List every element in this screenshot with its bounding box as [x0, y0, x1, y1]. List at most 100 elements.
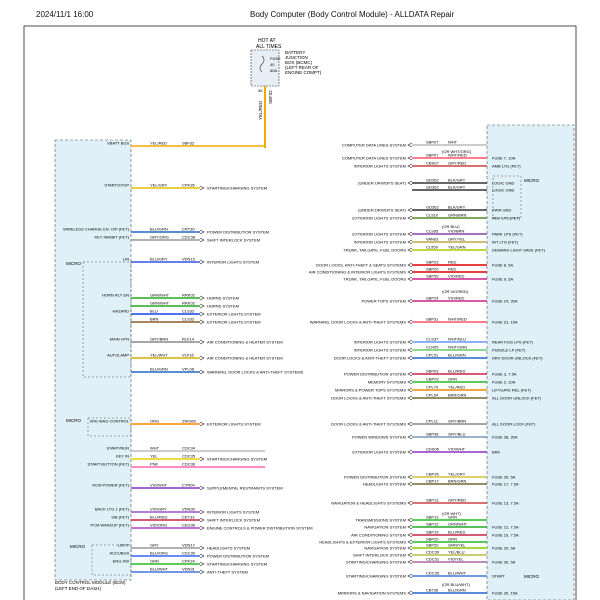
wire-code-label: CB736 — [426, 588, 439, 593]
wire-code-label: CPL54 — [426, 393, 439, 398]
wire-code-label: RRK02 — [182, 293, 196, 298]
connector-arrow-icon — [407, 207, 413, 213]
wire-system[interactable]: DOOR LOCKS, ANTI-THEFT & SEATS SYSTEMS — [316, 263, 406, 268]
wire-system[interactable]: INTERIOR LIGHTS SYSTEM — [354, 340, 406, 345]
wire-system[interactable]: AIR CONDITIONING & INTERIOR LIGHTS SYSTE… — [309, 270, 406, 275]
wire-destination[interactable]: STARTING/CHARGING SYSTEM — [207, 186, 267, 191]
wire-system[interactable]: SHIFT INTERLOCK SYSTEM — [353, 553, 406, 558]
wire-destination[interactable]: POWER DISTRIBUTION SYSTEM — [207, 230, 269, 235]
wire-system[interactable]: COMPUTER DATA LINES SYSTEM — [342, 143, 406, 148]
logic-gnd-box — [492, 175, 522, 219]
wire-code-label: CDC30 — [182, 551, 196, 556]
wire-system[interactable]: MIRRORS & POWER TOPS SYSTEMS — [335, 388, 406, 393]
wire-destination[interactable]: AIR CONDITIONING & HEATER SYSTEM — [207, 340, 283, 345]
wire-system[interactable]: HEADLIGHTS SYSTEM — [363, 482, 406, 487]
wire-system[interactable]: POWER DISTRIBUTION SYSTEM — [344, 372, 406, 377]
wire-destination[interactable]: SUPPLEMENTAL RESTRAINTS SYSTEM — [207, 486, 283, 491]
wire-system[interactable]: EXTERIOR LIGHTS SYSTEM — [352, 216, 406, 221]
module-pin-function: FUSE 12, 7.5A — [492, 525, 519, 530]
wire-destination[interactable]: AIR CONDITIONING & HEATER SYSTEM — [207, 356, 283, 361]
wire-system[interactable]: MEMORY SYSTEMS — [368, 380, 406, 385]
wire-color-label: GRY/ORG — [150, 235, 169, 240]
wire-destination[interactable]: INTERIOR LIGHTS SYSTEM — [207, 510, 259, 515]
wire-system[interactable]: STARTING/CHARGING SYSTEM — [346, 560, 406, 565]
wire-system[interactable]: TRUNK, TAILGATE, FUEL DOORS — [343, 248, 406, 253]
wire-system[interactable]: NAVIGATION & HEADLIGHTS SYSTEMS — [331, 501, 406, 506]
connector-arrow-icon — [407, 142, 413, 148]
wire-system[interactable]: EXTERIOR LIGHTS SYSTEM — [352, 450, 406, 455]
wire-system[interactable]: INTERIOR LIGHTS SYSTEM — [354, 240, 406, 245]
wire-destination[interactable]: ANTI-THEFT SYSTEM — [207, 570, 248, 575]
wire-code-label: SBP12 — [426, 522, 439, 527]
wire-system[interactable]: (UNDER DRIVER'S SEAT) — [358, 208, 406, 213]
fuse-pin: 36 — [258, 88, 263, 93]
wire-code-label: CLS10 — [426, 213, 439, 218]
wire-system[interactable]: POWER DISTRIBUTION SYSTEM — [344, 475, 406, 480]
wire-system[interactable]: TRANSMISSIONS SYSTEM — [355, 518, 406, 523]
wire-system[interactable]: DOOR LOCKS & ANTI-THEFT SYSTEMS — [331, 396, 406, 401]
wire-system[interactable]: INTERIOR LIGHTS SYSTEM — [354, 348, 406, 353]
wire-destination[interactable]: ENGINE CONTROLS & POWER DISTRIBUTION SYS… — [207, 526, 313, 531]
wire-destination[interactable]: POWER DISTRIBUTION SYSTEM — [207, 554, 269, 559]
wire-system[interactable]: DOOR LOCKS & ANTI-THEFT SYSTEMS — [331, 422, 406, 427]
wire-destination[interactable]: SHIFT INTERLOCK SYSTEM — [207, 518, 260, 523]
wire-system[interactable]: STARTING/CHARGING SYSTEM — [346, 574, 406, 579]
wire-code-label: CPL79 — [426, 385, 439, 390]
wire-system[interactable]: NAVIGATION SYSTEM — [364, 546, 406, 551]
wire-color-label: WHT/GRN — [448, 345, 467, 350]
wire-destination[interactable]: EXTERIOR LIGHTS SYSTEM — [207, 422, 261, 427]
wire-system[interactable]: HEADLIGHTS & EXTERIOR LIGHTS SYSTEMS — [319, 540, 406, 545]
wire-system[interactable]: COMPUTER DATA LINES SYSTEM — [342, 156, 406, 161]
connector-arrow-icon — [407, 298, 413, 304]
wire-destination[interactable]: HORNS SYSTEM — [207, 304, 239, 309]
wire-destination[interactable]: WARNING, DOOR LOCKS & ANTI-THEFT SYSTEMS — [207, 370, 304, 375]
connector-arrow-icon — [407, 371, 413, 377]
wire-system[interactable]: MIRRORS & NAVIGATION SYSTEMS — [338, 591, 406, 596]
wire-system[interactable]: POWER WINDOWS SYSTEM — [352, 435, 406, 440]
connector-arrow-icon — [407, 545, 413, 551]
wire-destination[interactable]: HORNS SYSTEM — [207, 296, 239, 301]
wire-color-label: BLU/ORG — [150, 551, 168, 556]
wire-system[interactable]: AIR CONDITIONING SYSTEM — [351, 533, 406, 538]
wire-system[interactable]: WARNING, DOOR LOCKS & ANTI-THEFT SYSTEMS — [310, 320, 407, 325]
wire-system[interactable]: POWER TOPS SYSTEM — [361, 299, 406, 304]
wire-system[interactable]: (UNDER DRIVER'S SEAT) — [358, 181, 406, 186]
wire-destination[interactable]: INTERIOR LIGHTS SYSTEM — [207, 260, 259, 265]
connector-arrow-icon — [199, 525, 205, 531]
wire-system[interactable]: TRUNK, TAILGATE, FUEL DOORS — [343, 277, 406, 282]
wire-destination[interactable]: HEADLIGHTS SYSTEM — [207, 546, 250, 551]
wire-system[interactable]: NAVIGATION SYSTEM — [364, 525, 406, 530]
connector-arrow-icon — [407, 231, 413, 237]
connector-arrow-icon — [199, 509, 205, 515]
wire-system[interactable]: INTERIOR LIGHTS SYSTEM — [354, 164, 406, 169]
bcm-label-1: BODY CONTROL MODULE (BCM) — [55, 580, 126, 585]
connector-arrow-icon — [407, 434, 413, 440]
wire-destination[interactable]: EXTERIOR LIGHTS SYSTEM — [207, 312, 261, 317]
wire-destination[interactable]: EXTERIOR LIGHTS SYSTEM — [207, 320, 261, 325]
wire-code-label: SBP23 — [426, 260, 439, 265]
wire-code-label: VDN31 — [182, 567, 196, 572]
wire-code-label: RLF14 — [182, 337, 195, 342]
connector-arrow-icon — [407, 590, 413, 596]
wire-system[interactable]: EXTERIOR LIGHTS SYSTEM — [352, 232, 406, 237]
module-pin-function: FUSE 38, 30A — [492, 435, 518, 440]
wire-destination[interactable]: STARTING/CHARGING SYSTEM — [207, 562, 267, 567]
wire-function: START/RUN — [106, 446, 129, 451]
wire-destination[interactable]: SHIFT INTERLOCK SYSTEM — [207, 238, 260, 243]
wire-system[interactable]: DOOR LOCKS & ANTI-THEFT SYSTEM — [334, 356, 406, 361]
connector-arrow-icon — [407, 474, 413, 480]
wire-destination[interactable]: STARTING/CHARGING SYSTEM — [207, 457, 267, 462]
wire-code-label: VDN15 — [182, 257, 196, 262]
wire-code-label: CDC38 — [182, 235, 196, 240]
